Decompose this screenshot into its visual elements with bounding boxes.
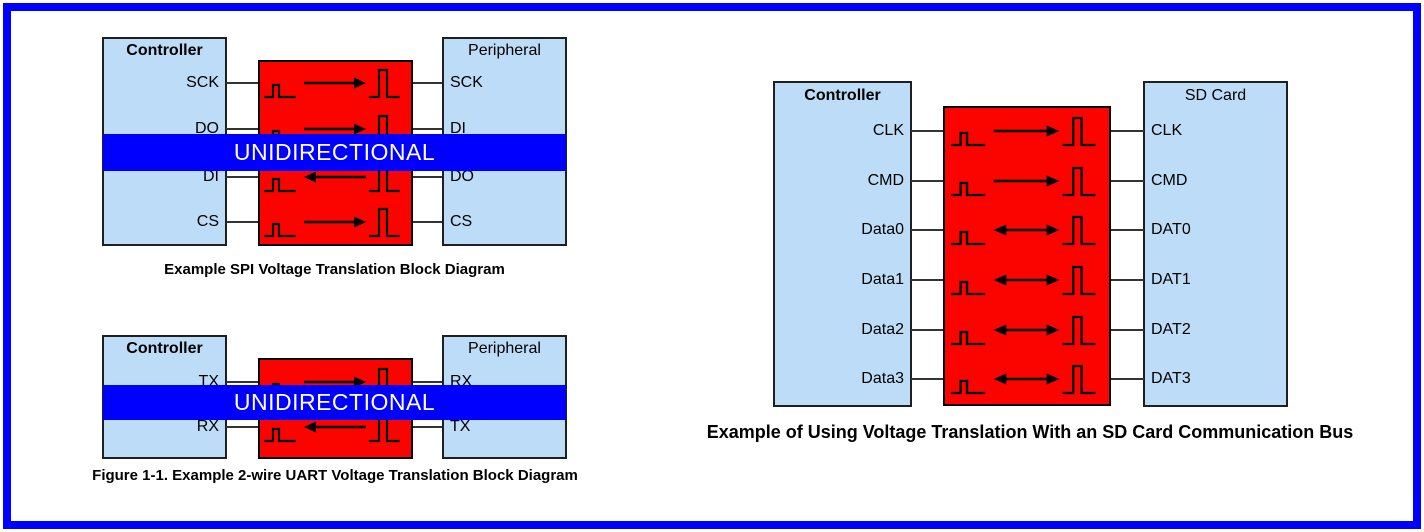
sd-controller-box [773, 81, 912, 407]
spi-wire [412, 221, 442, 223]
sd-signal-dat0-right: DAT0 [1151, 221, 1191, 238]
sd-signal-data3-left: Data3 [861, 370, 904, 387]
uart-unidirectional-banner: UNIDIRECTIONAL [103, 385, 566, 420]
spi-sck-translation-right-icon [262, 63, 409, 107]
spi-wire [226, 221, 258, 223]
sd-translator-box [943, 106, 1111, 406]
uart-caption: Figure 1-1. Example 2-wire UART Voltage … [92, 467, 578, 484]
sd-clk-translation-right-icon [949, 111, 1105, 155]
sd-signal-dat1-right: DAT1 [1151, 271, 1191, 288]
uart-wire [412, 426, 442, 428]
sd-signal-data1-left: Data1 [861, 271, 904, 288]
spi-wire [226, 128, 258, 130]
sd-wire [1110, 329, 1144, 331]
sd-signal-cmd-left: CMD [867, 172, 904, 189]
sd-signal-clk-left: CLK [872, 122, 904, 139]
sd-signal-dat2-right: DAT2 [1151, 321, 1191, 338]
sd-wire [1110, 279, 1144, 281]
spi-wire [226, 82, 258, 84]
sd-signal-dat3-right: DAT3 [1151, 370, 1191, 387]
spi-cs-translation-right-icon [262, 202, 409, 246]
sd-wire [1110, 229, 1144, 231]
sd-signal-clk-right: CLK [1151, 122, 1183, 139]
uart-wire [412, 381, 442, 383]
spi-signal-cs-left: CS [196, 213, 219, 230]
sd-signal-data2-left: Data2 [861, 321, 904, 338]
sd-wire [911, 229, 944, 231]
spi-signal-di-left: DI [203, 168, 219, 185]
sd-caption: Example of Using Voltage Translation Wit… [706, 422, 1354, 442]
sd-cmd-translation-right-icon [949, 161, 1105, 205]
sd-wire [1110, 130, 1144, 132]
spi-peripheral-title: Peripheral [468, 42, 541, 59]
sd-dat2-translation-both-icon [949, 310, 1105, 354]
spi-signal-do-right: DO [450, 168, 474, 185]
sd-card-box [1143, 81, 1288, 407]
uart-controller-title: Controller [126, 340, 203, 357]
sd-wire [911, 378, 944, 380]
sd-wire [911, 130, 944, 132]
sd-signal-data0-left: Data0 [861, 221, 904, 238]
uart-peripheral-title: Peripheral [468, 340, 541, 357]
uart-banner-label: UNIDIRECTIONAL [233, 389, 436, 415]
spi-signal-cs-right: CS [450, 213, 473, 230]
uart-signal-rx-left: RX [196, 418, 219, 435]
uart-signal-tx-right: TX [450, 418, 471, 435]
spi-unidirectional-banner: UNIDIRECTIONAL [103, 134, 566, 171]
spi-signal-sck-right: SCK [450, 74, 483, 91]
uart-wire [226, 426, 258, 428]
sd-dat3-translation-both-icon [949, 359, 1105, 403]
spi-wire [412, 176, 442, 178]
spi-signal-sck-left: SCK [186, 74, 219, 91]
sd-wire [911, 279, 944, 281]
uart-wire [226, 381, 258, 383]
sd-controller-title: Controller [804, 87, 881, 104]
spi-caption: Example SPI Voltage Translation Block Di… [164, 261, 505, 278]
sd-wire [911, 329, 944, 331]
spi-wire [226, 176, 258, 178]
spi-signal-di-right: DI [450, 120, 466, 137]
spi-signal-do-left: DO [195, 120, 219, 137]
sd-wire [911, 180, 944, 182]
spi-wire [412, 128, 442, 130]
sd-wire [1110, 378, 1144, 380]
sd-card-title: SD Card [1184, 87, 1247, 104]
spi-wire [412, 82, 442, 84]
sd-dat0-translation-both-icon [949, 210, 1105, 254]
sd-wire [1110, 180, 1144, 182]
sd-signal-cmd-right: CMD [1151, 172, 1188, 189]
sd-dat1-translation-both-icon [949, 260, 1105, 304]
spi-banner-label: UNIDIRECTIONAL [233, 139, 436, 165]
spi-controller-title: Controller [126, 42, 203, 59]
